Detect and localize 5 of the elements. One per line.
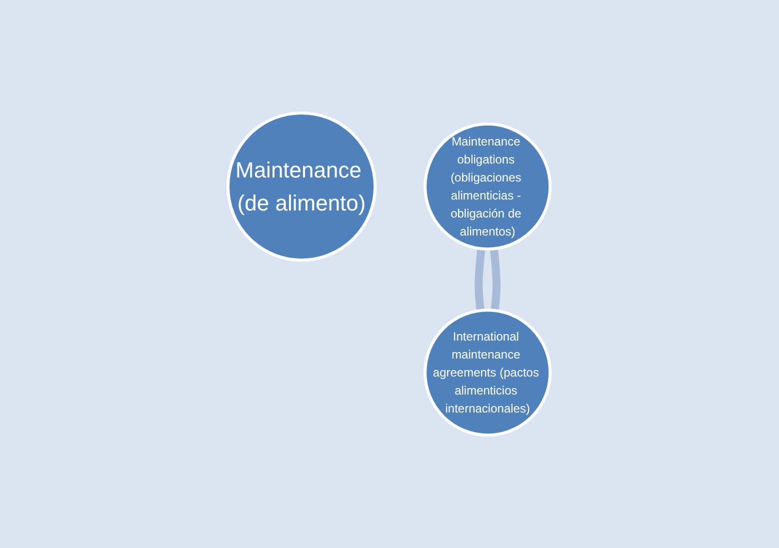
connector <box>475 248 486 311</box>
node-circle: Maintenance (de alimento) <box>226 111 378 262</box>
node-circle: International maintenance agreements (pactos alimenticios internacionales) <box>424 308 552 437</box>
connector <box>490 248 501 311</box>
node-circle: Maintenance obligations (obligaciones alimenticias - obligación de alimentos) <box>424 122 552 250</box>
